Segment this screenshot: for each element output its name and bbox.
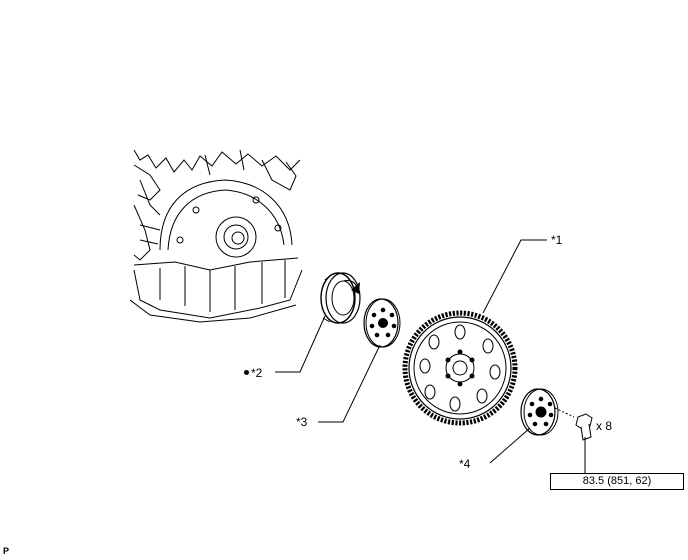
bolt-quantity: x 8 xyxy=(596,419,613,433)
callout-3: *3 xyxy=(296,415,308,429)
callout-2: *2 xyxy=(251,366,263,380)
oil-seal xyxy=(320,272,361,324)
new-part-marker-icon xyxy=(244,370,249,375)
corner-mark: P xyxy=(3,546,10,556)
rear-spacer xyxy=(363,298,401,348)
rotation-arrow-icon xyxy=(343,279,360,294)
callout-4: *4 xyxy=(459,457,471,471)
drive-plate-ring-gear xyxy=(402,310,518,426)
torque-spec-box: 83.5 (851, 62) xyxy=(550,473,684,490)
leader-lines xyxy=(275,239,586,473)
callout-1: *1 xyxy=(551,233,563,247)
front-spacer xyxy=(520,388,559,436)
engine-block xyxy=(130,149,303,323)
bolt-icon xyxy=(554,407,593,441)
